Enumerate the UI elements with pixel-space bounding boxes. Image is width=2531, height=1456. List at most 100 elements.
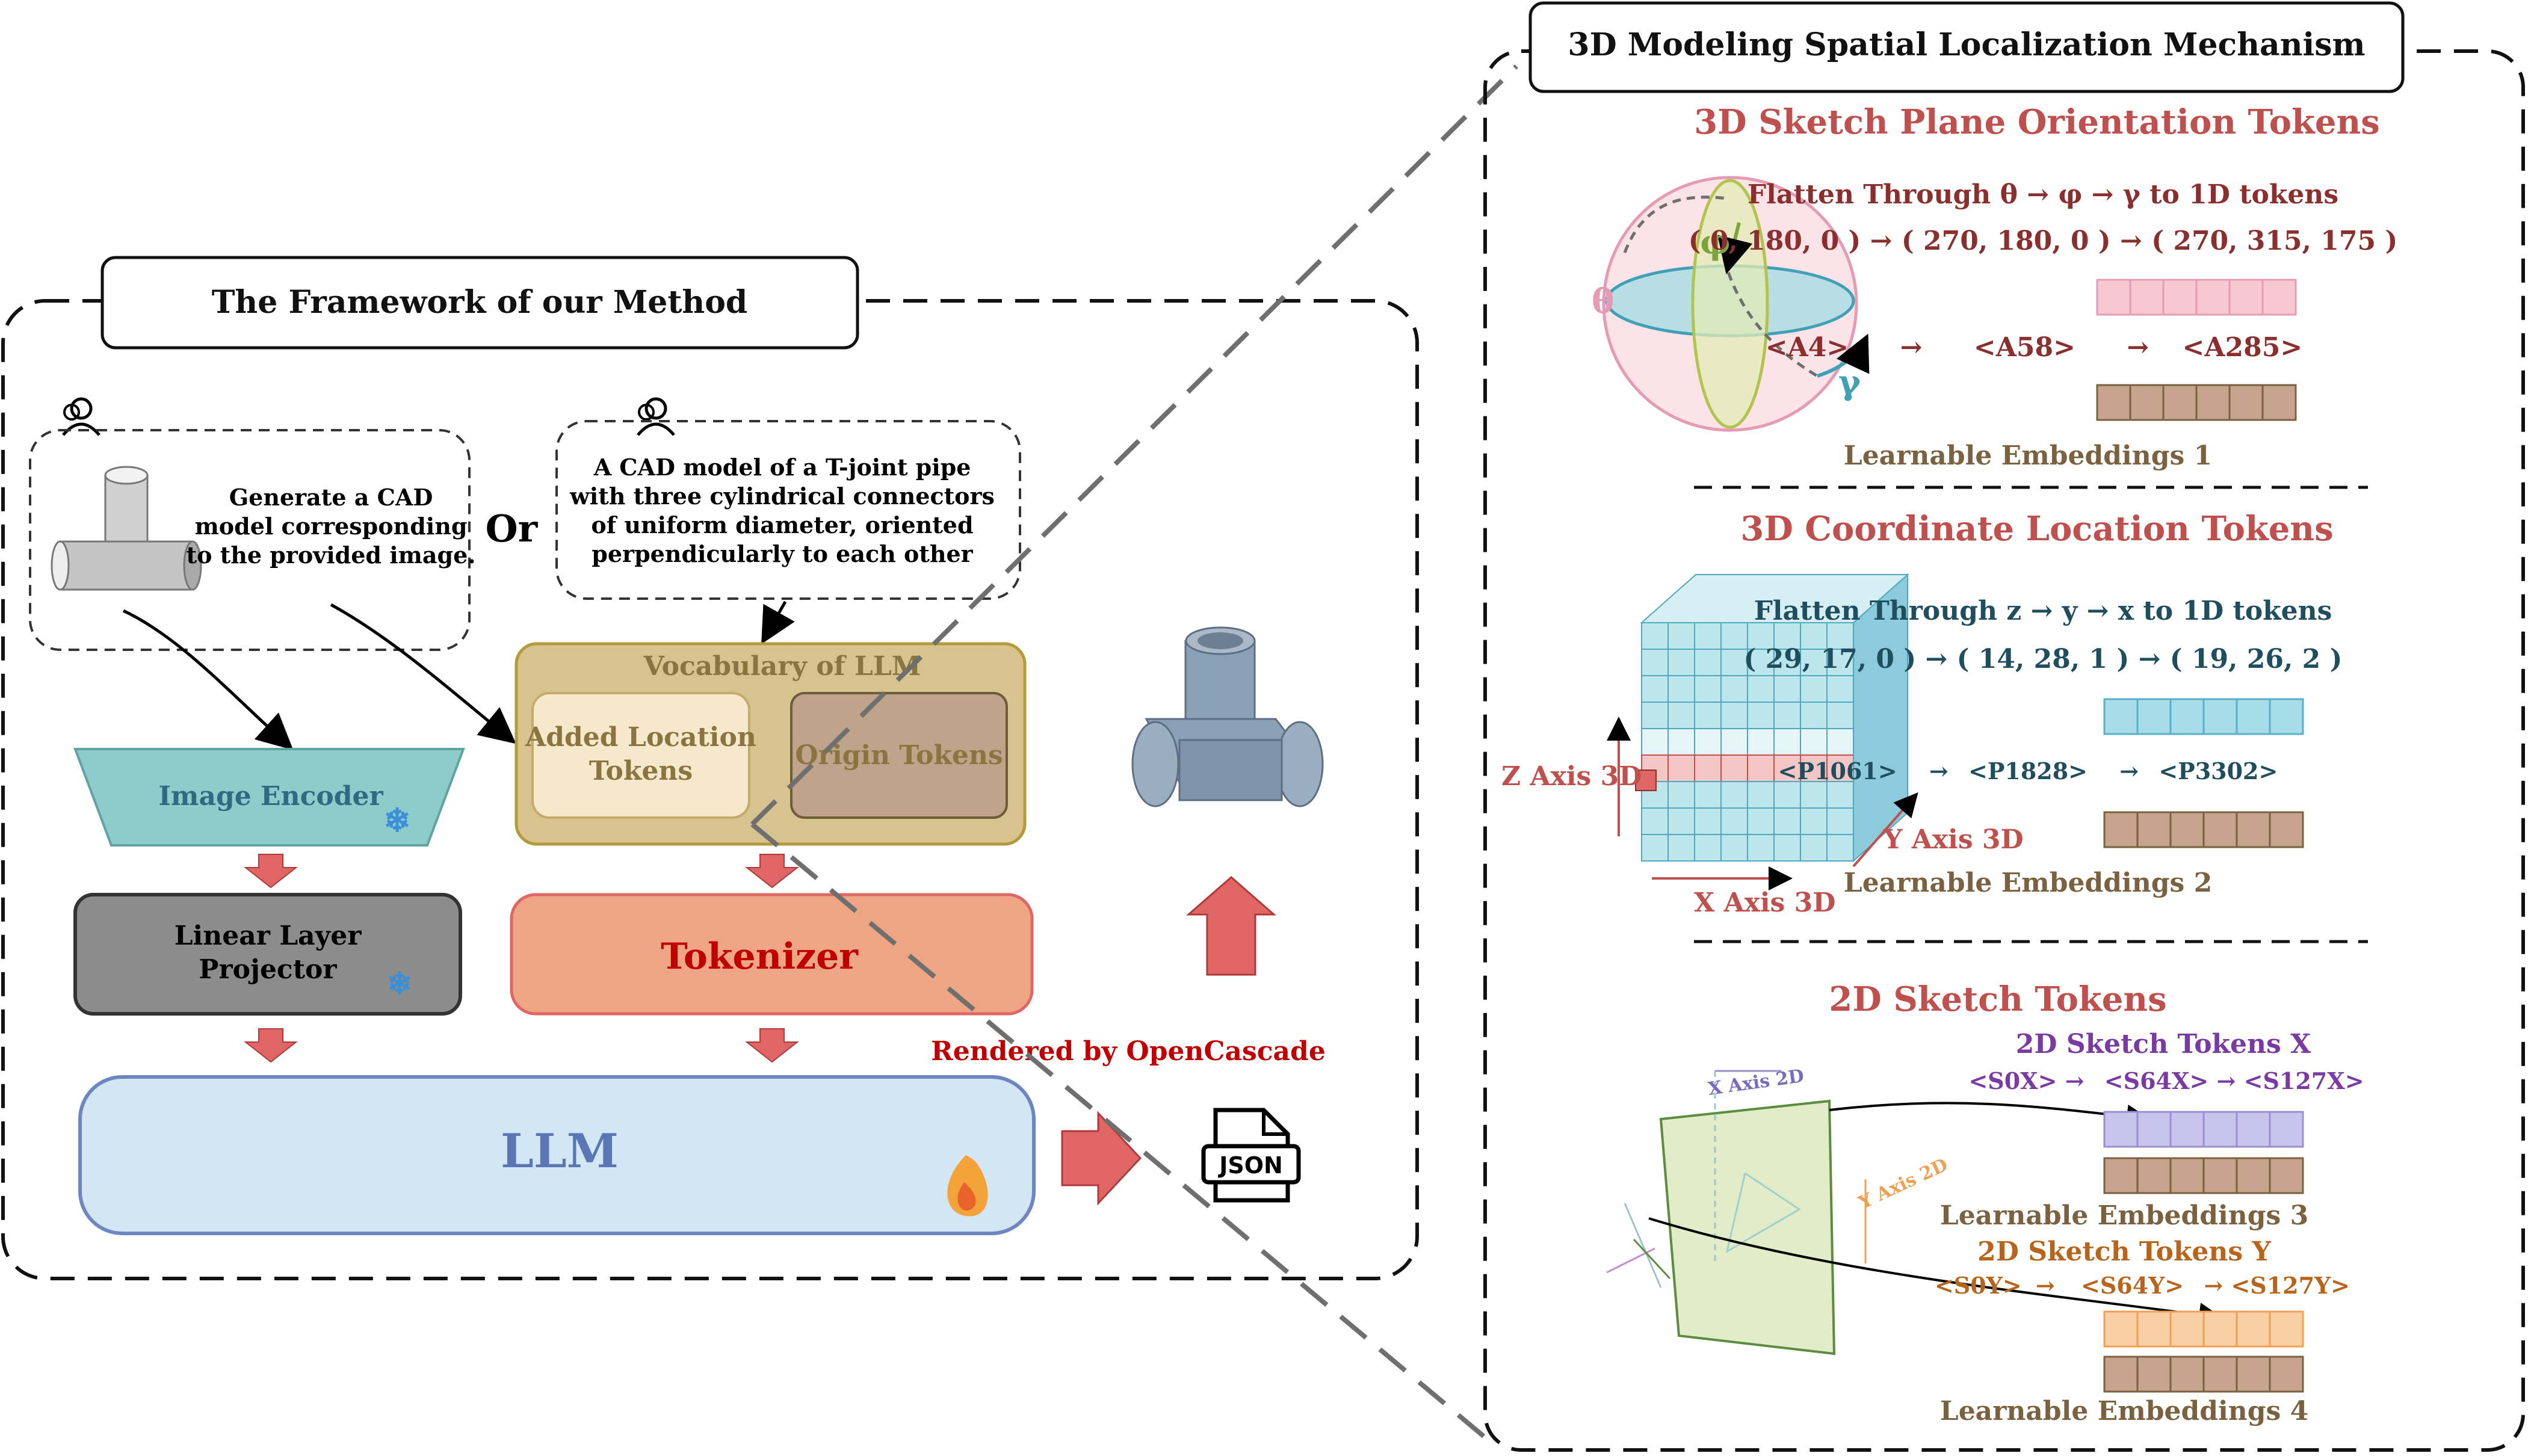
right-panel-title: 3D Modeling Spatial Localization Mechani… xyxy=(1568,26,2365,63)
sketch-x-embedding-cells xyxy=(2103,1157,2304,1194)
voxel-cell xyxy=(1641,649,1669,676)
voxel-cell xyxy=(1773,702,1801,729)
sketch-x-token-2: <S127X> xyxy=(2244,1067,2364,1094)
user-icon-2 xyxy=(637,397,675,436)
pipe-thumbnail xyxy=(51,466,202,591)
coordinate-title: 3D Coordinate Location Tokens xyxy=(1740,509,2333,549)
voxel-cell xyxy=(1747,781,1775,809)
sketch-y-cell-4 xyxy=(2236,1310,2271,1348)
coordinate-triples: ( 29, 17, 0 ) → ( 14, 28, 1 ) → ( 19, 26… xyxy=(1744,644,2343,674)
voxel-cell xyxy=(1800,675,1828,703)
arrow-sep: → xyxy=(2204,1272,2223,1299)
coordinate-cell-1 xyxy=(2136,698,2172,735)
voxel-cell xyxy=(1720,781,1748,809)
arrow-sep: → xyxy=(2036,1272,2055,1299)
voxel-cell xyxy=(1641,675,1669,703)
voxel-cell xyxy=(1773,728,1801,756)
zoom-line-bottom xyxy=(750,822,1491,1443)
left-panel: The Framework of our Method Generate a C… xyxy=(1,256,1419,1280)
orientation-flatten: Flatten Through θ → φ → γ to 1D tokens xyxy=(1748,179,2338,210)
sketch-y-title: 2D Sketch Tokens Y xyxy=(1977,1236,2271,1267)
voxel-cell xyxy=(1694,834,1722,862)
voxel-cell xyxy=(1667,728,1695,756)
sketch-y-cell-1 xyxy=(2136,1310,2172,1348)
image-prompt-line-3: to the provided image. xyxy=(187,541,476,569)
y-axis-arrow xyxy=(1852,792,1918,868)
sketch-y-embedding-3 xyxy=(2202,1356,2238,1393)
sketch-x-cell-5 xyxy=(2269,1111,2304,1148)
right-panel: 3D Modeling Spatial Localization Mechani… xyxy=(1483,1,2525,1452)
coordinate-token-2: <P3302> xyxy=(2159,757,2278,785)
voxel-cell xyxy=(1747,754,1775,782)
voxel-cell xyxy=(1826,675,1854,703)
sketch-y-cell-3 xyxy=(2202,1310,2238,1348)
projector-line-2: Projector xyxy=(199,954,337,985)
sketch-x-cell-0 xyxy=(2103,1111,2139,1148)
arrow-sep: → xyxy=(1929,757,1948,785)
coordinate-cell-3 xyxy=(2202,698,2238,735)
sketch-x-embedding-0 xyxy=(2103,1157,2139,1194)
sketch-y-embedding-4 xyxy=(2236,1356,2271,1393)
orientation-embedding-4 xyxy=(2228,384,2264,421)
voxel-cell xyxy=(1720,675,1748,703)
right-panel-frame xyxy=(1483,49,2525,1452)
voxel-cell xyxy=(1720,622,1748,650)
left-panel-frame xyxy=(1,299,1419,1280)
down-arrow-projector xyxy=(244,1028,298,1063)
sketch-y-cell-5 xyxy=(2269,1310,2304,1348)
coordinate-cell-5 xyxy=(2269,698,2304,735)
voxel-cell xyxy=(1720,702,1748,729)
left-panel-title-box xyxy=(100,256,859,350)
orientation-cell-1 xyxy=(2129,279,2165,316)
sketch-plane xyxy=(1606,1070,1867,1356)
or-label: Or xyxy=(486,507,539,551)
text-prompt-line-2: with three cylindrical connectors xyxy=(569,483,995,510)
voxel-cell xyxy=(1720,834,1748,862)
voxel-cell xyxy=(1667,834,1695,862)
sketch-x-embedding-4 xyxy=(2236,1157,2271,1194)
voxel-cell xyxy=(1747,807,1775,835)
sketch-x-token-cells xyxy=(2103,1111,2304,1148)
arrow-sep: → xyxy=(2217,1067,2236,1094)
orientation-embedding-cells xyxy=(2096,384,2297,421)
image-to-encoder-arrow xyxy=(122,609,294,750)
x-axis-label: X Axis 3D xyxy=(1694,887,1835,918)
orientation-cell-2 xyxy=(2162,279,2198,316)
orientation-cell-3 xyxy=(2195,279,2231,316)
orientation-token-0: <A4> xyxy=(1766,332,1849,363)
z-axis-label: Z Axis 3D xyxy=(1501,761,1642,792)
orientation-cell-5 xyxy=(2261,279,2297,316)
voxel-cell xyxy=(1694,649,1722,676)
voxel-cell xyxy=(1720,754,1748,782)
down-arrow-vocab xyxy=(745,854,799,889)
image-encoder-box xyxy=(73,748,465,847)
sketch-y-token-1: <S64Y> xyxy=(2081,1272,2184,1299)
sketch-x-cell-3 xyxy=(2202,1111,2238,1148)
voxel-cell xyxy=(1694,728,1722,756)
sketch-y-token-0: <S0Y> xyxy=(1935,1272,2022,1299)
sketch-x-title: 2D Sketch Tokens X xyxy=(2016,1029,2311,1060)
orientation-embedding-2 xyxy=(2162,384,2198,421)
embeddings-1-label: Learnable Embeddings 1 xyxy=(1844,440,2212,471)
voxel-cell xyxy=(1667,754,1695,782)
origin-tokens-label: Origin Tokens xyxy=(795,740,1003,771)
sketch-x-embedding-3 xyxy=(2202,1157,2238,1194)
sketch-y-embedding-2 xyxy=(2169,1356,2205,1393)
coordinate-embedding-1 xyxy=(2136,811,2172,848)
arrow-sep: → xyxy=(2127,332,2149,363)
voxel-cell xyxy=(1800,781,1828,809)
added-tokens-line-1: Added Location xyxy=(525,722,756,753)
orientation-token-1: <A58> xyxy=(1974,332,2075,363)
projector-line-1: Linear Layer xyxy=(175,921,362,951)
voxel-cell xyxy=(1641,622,1669,650)
gamma-label: γ xyxy=(1838,363,1861,403)
phi-label: φ xyxy=(1700,223,1731,262)
voxel-top-face xyxy=(1640,574,1909,623)
coordinate-flatten: Flatten Through z → y → x to 1D tokens xyxy=(1754,596,2332,626)
voxel-cell xyxy=(1747,834,1775,862)
snowflake-icon-2: ❄ xyxy=(387,966,412,1001)
image-prompt-line-1: Generate a CAD xyxy=(229,484,433,511)
orientation-token-2: <A285> xyxy=(2182,332,2302,363)
text-prompt-line-4: perpendicularly to each other xyxy=(592,540,973,567)
orientation-embedding-3 xyxy=(2195,384,2231,421)
